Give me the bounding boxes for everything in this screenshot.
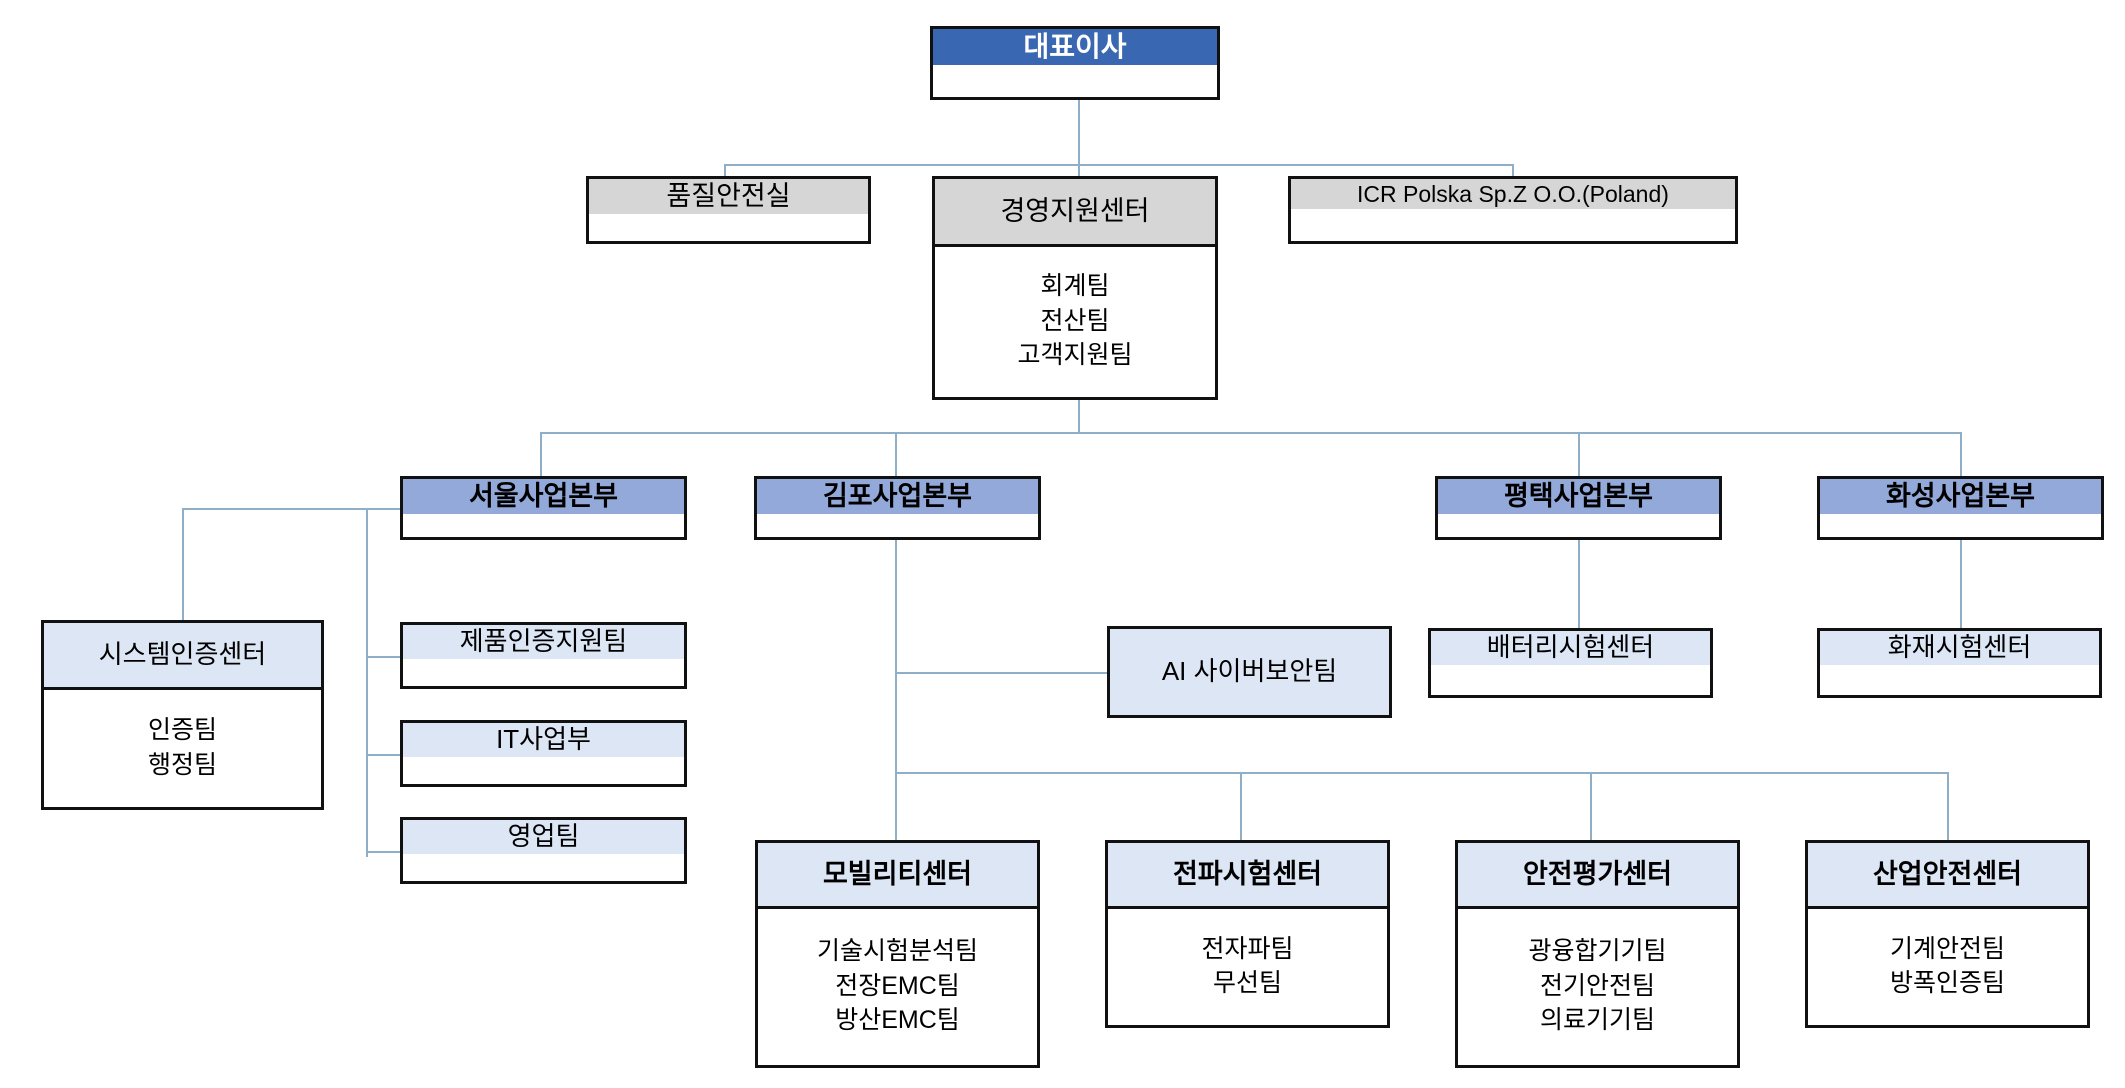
- node-management-support-center-title: 경영지원센터: [935, 179, 1215, 247]
- connector-to-hwaseong: [1960, 432, 1962, 476]
- node-seoul-division-title: 서울사업본부: [403, 479, 684, 515]
- team-item: 행정팀: [147, 750, 217, 779]
- node-sales-team-title: 영업팀: [403, 820, 684, 854]
- connector-gimpo-to-ai-team: [895, 672, 1107, 674]
- node-industrial-safety-center-title: 산업안전센터: [1808, 843, 2087, 909]
- connector-gimpo-bottom-bus: [895, 772, 1947, 774]
- connector-division-bus: [540, 432, 1962, 434]
- connector-mgmt-to-divisions: [1078, 400, 1080, 434]
- connector-hwaseong-drop: [1960, 540, 1962, 628]
- team-item: 의료기기팀: [1539, 1006, 1655, 1035]
- node-quality-safety-office-title: 품질안전실: [589, 179, 868, 215]
- team-item: 고객지원팀: [1017, 341, 1133, 370]
- connector-top-bus: [724, 164, 1514, 166]
- node-it-business-division[interactable]: IT사업부: [400, 720, 687, 787]
- node-fire-test-center[interactable]: 화재시험센터: [1817, 628, 2102, 698]
- node-industrial-safety-center-teams: 기계안전팀 방폭인증팀: [1808, 909, 2087, 1025]
- node-sales-team[interactable]: 영업팀: [400, 817, 687, 884]
- node-radio-test-center-teams: 전자파팀 무선팀: [1108, 909, 1387, 1025]
- connector-syscert-drop: [182, 508, 184, 620]
- node-seoul-division[interactable]: 서울사업본부: [400, 476, 687, 540]
- team-item: 인증팀: [147, 716, 217, 744]
- node-system-certification-center-teams: 인증팀 행정팀: [44, 690, 321, 807]
- node-battery-test-center-title: 배터리시험센터: [1431, 631, 1710, 665]
- connector-to-gimpo: [895, 432, 897, 476]
- node-gimpo-division[interactable]: 김포사업본부: [754, 476, 1041, 540]
- connector-seoul-spine: [366, 508, 368, 857]
- node-management-support-center-teams: 회계팀 전산팀 고객지원팀: [935, 247, 1215, 397]
- node-icr-polska-title: ICR Polska Sp.Z O.O.(Poland): [1291, 179, 1735, 210]
- node-safety-evaluation-center[interactable]: 안전평가센터 광융합기기팀 전기안전팀 의료기기팀: [1455, 840, 1740, 1068]
- node-ai-cybersecurity-team-title: AI 사이버보안팀: [1110, 629, 1389, 715]
- node-battery-test-center[interactable]: 배터리시험센터: [1428, 628, 1713, 698]
- connector-to-radio-test: [1240, 772, 1242, 840]
- connector-to-seoul: [540, 432, 542, 476]
- node-radio-test-center[interactable]: 전파시험센터 전자파팀 무선팀: [1105, 840, 1390, 1028]
- node-ceo-title: 대표이사: [933, 29, 1217, 66]
- connector-to-safety-eval: [1590, 772, 1592, 840]
- node-ceo[interactable]: 대표이사: [930, 26, 1220, 100]
- node-icr-polska[interactable]: ICR Polska Sp.Z O.O.(Poland): [1288, 176, 1738, 244]
- connector-to-pyeongtaek: [1578, 432, 1580, 476]
- node-hwaseong-division[interactable]: 화성사업본부: [1817, 476, 2104, 540]
- node-pyeongtaek-division[interactable]: 평택사업본부: [1435, 476, 1722, 540]
- node-safety-evaluation-center-title: 안전평가센터: [1458, 843, 1737, 909]
- node-it-business-division-title: IT사업부: [403, 723, 684, 757]
- team-item: 무선팀: [1212, 969, 1282, 997]
- node-system-certification-center[interactable]: 시스템인증센터 인증팀 행정팀: [41, 620, 324, 810]
- node-hwaseong-division-title: 화성사업본부: [1820, 479, 2101, 515]
- node-radio-test-center-title: 전파시험센터: [1108, 843, 1387, 909]
- team-item: 전장EMC팀: [835, 971, 960, 1000]
- team-item: 전기안전팀: [1539, 971, 1655, 1000]
- node-industrial-safety-center[interactable]: 산업안전센터 기계안전팀 방폭인증팀: [1805, 840, 2090, 1028]
- node-gimpo-division-title: 김포사업본부: [757, 479, 1038, 515]
- team-item: 방폭인증팀: [1889, 969, 2005, 997]
- node-fire-test-center-title: 화재시험센터: [1820, 631, 2099, 665]
- node-system-certification-center-title: 시스템인증센터: [44, 623, 321, 690]
- node-ai-cybersecurity-team[interactable]: AI 사이버보안팀: [1107, 626, 1392, 718]
- connector-seoul-arm-3: [366, 851, 400, 853]
- node-mobility-center-teams: 기술시험분석팀 전장EMC팀 방산EMC팀: [758, 909, 1037, 1065]
- connector-gimpo-spine: [895, 540, 897, 774]
- node-management-support-center[interactable]: 경영지원센터 회계팀 전산팀 고객지원팀: [932, 176, 1218, 400]
- team-item: 전자파팀: [1201, 934, 1294, 963]
- node-product-certification-support-team[interactable]: 제품인증지원팀: [400, 622, 687, 689]
- team-item: 기술시험분석팀: [816, 937, 978, 966]
- connector-seoul-arm-2: [366, 754, 400, 756]
- node-mobility-center[interactable]: 모빌리티센터 기술시험분석팀 전장EMC팀 방산EMC팀: [755, 840, 1040, 1068]
- node-product-certification-support-team-title: 제품인증지원팀: [403, 625, 684, 659]
- connector-pyeongtaek-drop: [1578, 540, 1580, 628]
- team-item: 전산팀: [1040, 306, 1110, 335]
- connector-to-industrial-safety: [1947, 772, 1949, 840]
- node-quality-safety-office[interactable]: 품질안전실: [586, 176, 871, 244]
- team-item: 기계안전팀: [1889, 934, 2005, 963]
- node-safety-evaluation-center-teams: 광융합기기팀 전기안전팀 의료기기팀: [1458, 909, 1737, 1065]
- connector-seoul-left-arm: [182, 508, 400, 510]
- team-item: 회계팀: [1040, 272, 1110, 301]
- team-item: 방산EMC팀: [835, 1006, 960, 1035]
- connector-ceo-stub: [1078, 100, 1080, 165]
- team-item: 광융합기기팀: [1528, 937, 1667, 966]
- node-pyeongtaek-division-title: 평택사업본부: [1438, 479, 1719, 515]
- connector-to-mobility: [895, 772, 897, 840]
- connector-seoul-arm-1: [366, 656, 400, 658]
- node-mobility-center-title: 모빌리티센터: [758, 843, 1037, 909]
